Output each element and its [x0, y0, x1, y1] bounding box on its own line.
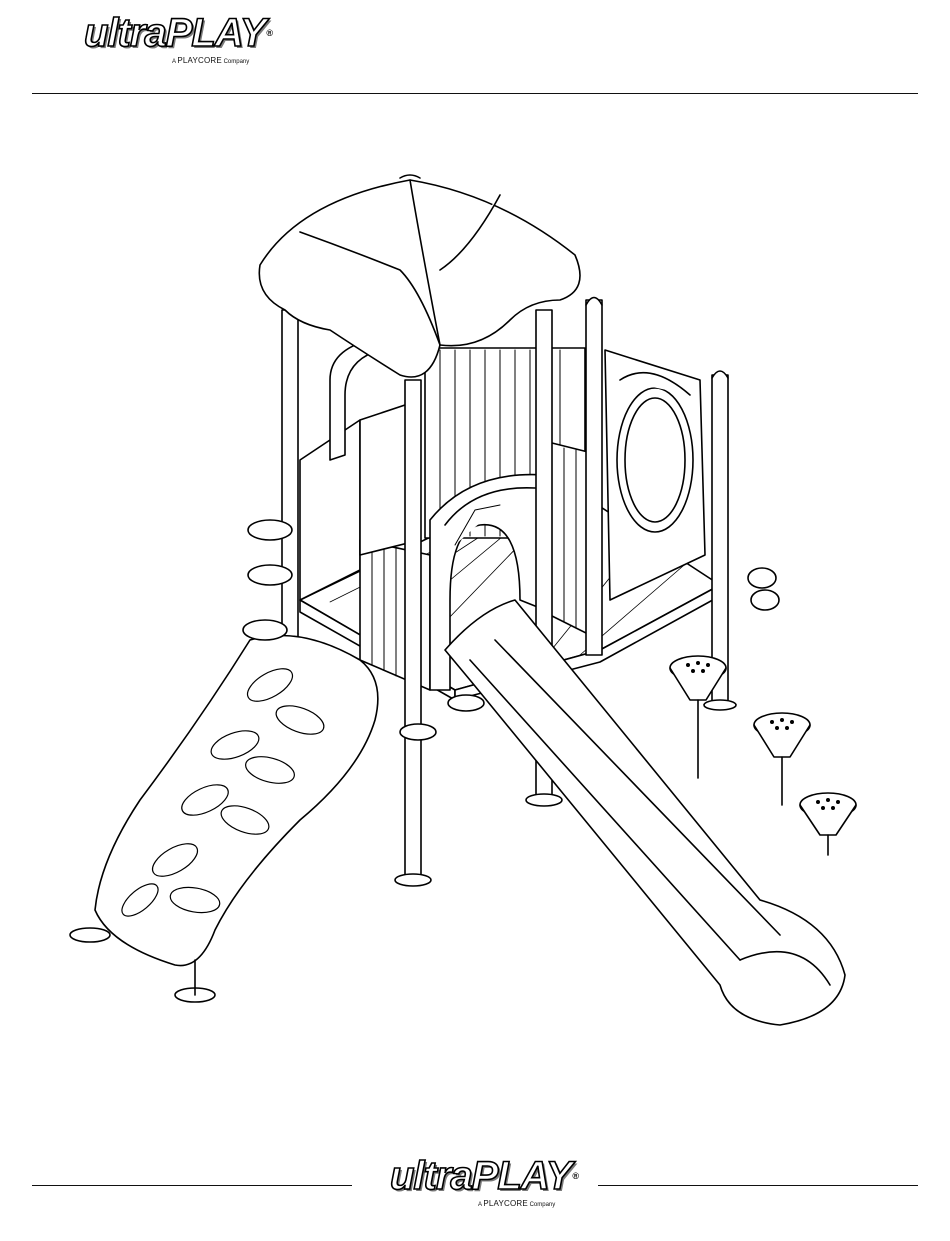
steering-wheel-panel [605, 350, 705, 600]
leaf-climbing-wall [70, 636, 378, 1003]
footer-divider-right [598, 1185, 918, 1186]
ultraplay-wordmark: ultraPLAY® [390, 1155, 570, 1197]
canopy-roof [259, 175, 580, 377]
footer-divider-left [32, 1185, 352, 1186]
curved-slide [445, 600, 845, 1025]
footer-logo: ultraPLAY® A PLAYCORE Company [390, 1155, 570, 1209]
spin-knobs [748, 568, 779, 610]
playcore-tagline: A PLAYCORE Company [478, 1200, 570, 1209]
